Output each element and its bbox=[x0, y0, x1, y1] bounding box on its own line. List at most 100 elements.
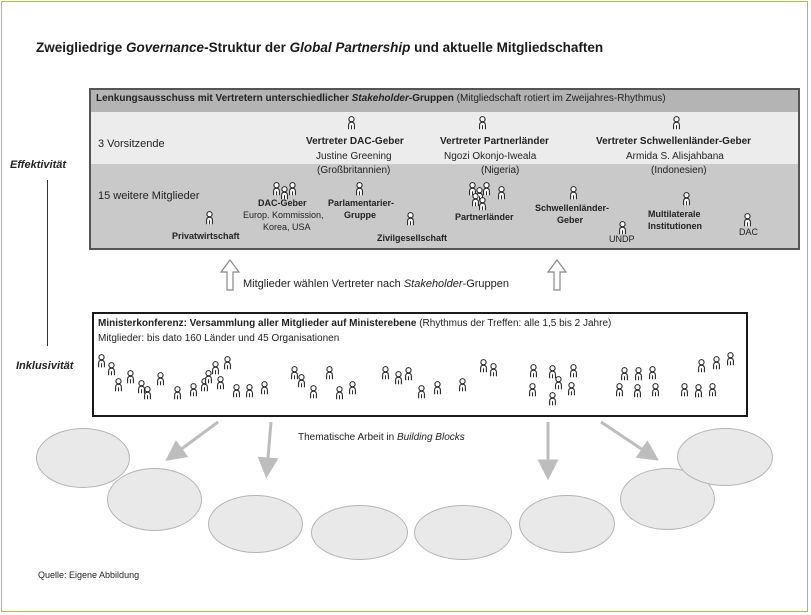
person-icon bbox=[298, 374, 305, 388]
chair-2-country: (Nigeria) bbox=[481, 165, 520, 176]
person-icon bbox=[144, 386, 151, 400]
person-icon bbox=[673, 116, 680, 130]
person-icon bbox=[634, 384, 641, 398]
steering-header: Lenkungsausschuss mit Vertretern untersc… bbox=[96, 93, 666, 104]
election-text: Mitglieder wählen Vertreter nach Stakeho… bbox=[243, 278, 510, 290]
group-emerging-1: Schwellenländer- bbox=[535, 203, 610, 213]
group-dac-donors-detail-2: Korea, USA bbox=[263, 222, 311, 232]
building-block-ellipse bbox=[311, 505, 408, 560]
person-icon bbox=[261, 381, 268, 395]
chair-2-name: Ngozi Okonjo-Iweala bbox=[444, 151, 537, 162]
person-icon bbox=[695, 384, 702, 398]
chair-1-title: Vertreter DAC-Geber bbox=[306, 136, 404, 147]
figure-title: Zweigliedrige Governance-Struktur der Gl… bbox=[36, 40, 604, 55]
conference-members: Mitglieder: bis dato 160 Länder und 45 O… bbox=[98, 333, 340, 344]
person-icon bbox=[273, 182, 280, 196]
person-icon bbox=[549, 365, 556, 379]
group-emerging-2: Geber bbox=[557, 215, 584, 225]
person-icon bbox=[568, 382, 575, 396]
person-icon bbox=[190, 383, 197, 397]
person-icon bbox=[713, 356, 720, 370]
arrow-down-icon bbox=[257, 421, 279, 479]
person-icon bbox=[336, 386, 343, 400]
conference-header: Ministerkonferenz: Versammlung aller Mit… bbox=[98, 318, 612, 329]
person-icon bbox=[108, 362, 115, 376]
person-icon bbox=[291, 366, 298, 380]
effectiveness-label: Effektivität bbox=[10, 159, 67, 171]
person-icon bbox=[224, 356, 231, 370]
chair-1-country: (Großbritannien) bbox=[317, 165, 391, 176]
person-icon bbox=[498, 186, 505, 200]
person-icon bbox=[479, 116, 486, 130]
chair-2-title: Vertreter Partnerländer bbox=[440, 136, 549, 147]
arrow-down-icon bbox=[600, 420, 659, 461]
ministerial-conference-box bbox=[92, 312, 748, 417]
person-icon bbox=[349, 381, 356, 395]
arrow-down-icon bbox=[165, 420, 219, 461]
group-private: Privatwirtschaft bbox=[172, 231, 240, 241]
members-label: 15 weitere Mitglieder bbox=[98, 190, 200, 202]
person-icon bbox=[490, 363, 497, 377]
person-icon bbox=[281, 186, 288, 200]
person-icon bbox=[472, 193, 479, 207]
chair-3-country: (Indonesien) bbox=[651, 165, 707, 176]
person-icon bbox=[649, 366, 656, 380]
members-band bbox=[91, 164, 798, 248]
person-icon bbox=[326, 366, 333, 380]
person-icon bbox=[407, 212, 414, 226]
group-parliament-1: Parlamentarier- bbox=[328, 198, 395, 208]
group-partner-countries: Partnerländer bbox=[455, 212, 514, 222]
person-icon bbox=[382, 366, 389, 380]
group-parliament-2: Gruppe bbox=[344, 210, 377, 220]
person-icon bbox=[619, 221, 626, 235]
person-icon bbox=[348, 116, 355, 130]
group-dac: DAC bbox=[739, 227, 759, 237]
person-icon bbox=[530, 364, 537, 378]
person-icon bbox=[217, 376, 224, 390]
person-icon bbox=[115, 378, 122, 392]
person-icon bbox=[246, 384, 253, 398]
group-multilateral-1: Multilaterale bbox=[648, 209, 701, 219]
person-icon bbox=[205, 370, 212, 384]
person-icon bbox=[555, 376, 562, 390]
person-icon bbox=[616, 383, 623, 397]
steering-committee-box bbox=[89, 88, 800, 250]
group-dac-donors: DAC-Geber bbox=[258, 198, 307, 208]
building-block-ellipse bbox=[36, 428, 130, 488]
group-dac-donors-detail-1: Europ. Kommission, bbox=[243, 210, 324, 220]
chairs-band bbox=[91, 112, 798, 164]
chair-3-title: Vertreter Schwellenländer-Geber bbox=[596, 136, 752, 147]
person-icon bbox=[570, 186, 577, 200]
group-civil-society: Zivilgesellschaft bbox=[377, 233, 448, 243]
person-icon bbox=[681, 383, 688, 397]
person-icon bbox=[652, 383, 659, 397]
person-icon bbox=[310, 385, 317, 399]
person-icon bbox=[98, 354, 105, 368]
person-icon bbox=[206, 211, 213, 225]
hollow-up-arrow-icon bbox=[219, 259, 241, 291]
person-icon bbox=[233, 384, 240, 398]
group-multilateral-2: Institutionen bbox=[648, 221, 702, 231]
person-icon bbox=[529, 383, 536, 397]
building-block-ellipse bbox=[414, 505, 512, 560]
person-icon bbox=[635, 367, 642, 381]
person-icon bbox=[709, 383, 716, 397]
person-icon bbox=[434, 381, 441, 395]
person-icon bbox=[405, 367, 412, 381]
person-icon bbox=[683, 192, 690, 206]
person-icon bbox=[157, 372, 164, 386]
building-block-ellipse bbox=[677, 428, 773, 486]
hollow-up-arrow-icon bbox=[546, 259, 568, 291]
chair-1-name: Justine Greening bbox=[316, 151, 392, 162]
person-icon bbox=[570, 364, 577, 378]
person-icon bbox=[459, 378, 466, 392]
person-icon bbox=[138, 380, 145, 394]
person-icon bbox=[212, 361, 219, 375]
person-icon bbox=[621, 367, 628, 381]
building-block-ellipse bbox=[519, 495, 615, 553]
person-icon bbox=[480, 359, 487, 373]
thematic-text: Thematische Arbeit in Building Blocks bbox=[298, 432, 465, 443]
group-undp: UNDP bbox=[609, 234, 635, 244]
